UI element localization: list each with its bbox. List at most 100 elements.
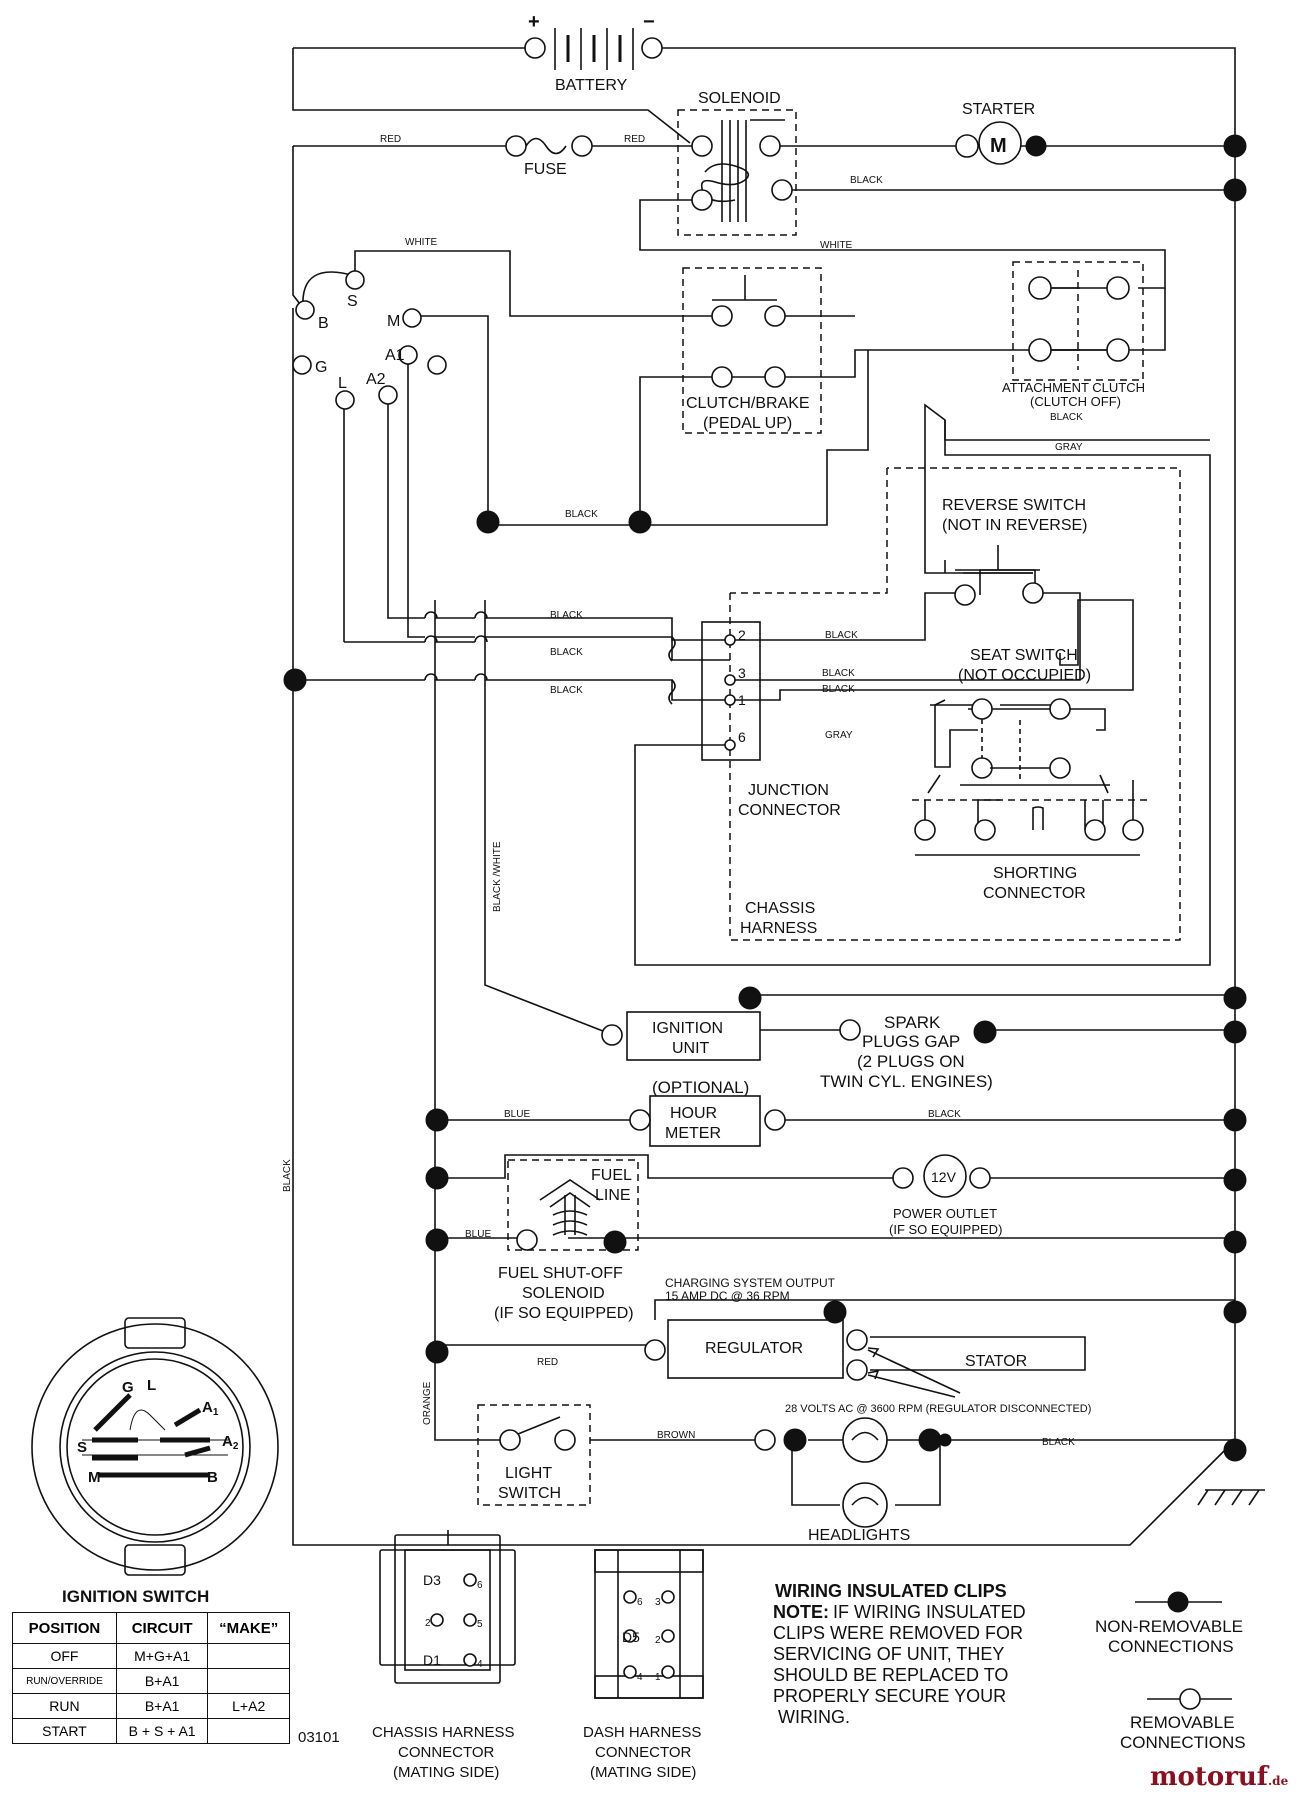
att-label-2: (CLUTCH OFF) [1030,394,1121,409]
ign-l: L [338,375,347,392]
junction-connector [668,621,761,761]
ign-a2: A2 [366,371,386,388]
wire-red-2: RED [624,134,645,145]
light-label-2: SWITCH [498,1485,561,1502]
charge-label-2: 15 AMP DC @ 36 RPM [665,1289,790,1303]
fso-label-1: FUEL SHUT-OFF [498,1265,623,1282]
legend-nonremovable-2: CONNECTIONS [1108,1637,1234,1656]
note-line-3: SERVICING OF UNIT, THEY [773,1644,1004,1664]
fuse-label: FUSE [524,161,567,178]
note-line-5: PROPERLY SECURE YOUR [773,1686,1006,1706]
wire-white-2: WHITE [820,240,853,251]
ignition-switch-title: IGNITION SWITCH [62,1587,209,1606]
drawing-code: 03101 [298,1729,340,1746]
shorting-label-1: SHORTING [993,865,1077,882]
hour-label-1: HOUR [670,1105,717,1122]
chassis-pin-d1: D1 [423,1652,441,1668]
wire-red-3: RED [537,1357,558,1368]
sw-g: G [122,1379,134,1396]
wire-black-3: BLACK [565,509,598,520]
header-make: “MAKE” [207,1612,290,1644]
dash-pin-2: 2 [655,1635,661,1646]
power-outlet [892,1154,991,1198]
chassis-pin-2: 2 [425,1618,431,1629]
fso-label-3: (IF SO EQUIPPED) [494,1305,634,1322]
wire-color-labels: RED RED BLACK WHITE WHITE BLACK GRAY BLA… [282,134,1083,1448]
battery-plus: + [528,11,540,33]
table-cell: RUN [12,1693,117,1719]
sw-b: B [207,1469,218,1486]
ign-unit-label-2: UNIT [672,1040,710,1057]
table-row: START B + S + A1 [12,1718,290,1744]
ignition-switch-face [31,1317,279,1576]
dash-pin-d5: D5 [622,1629,640,1645]
starter-symbol [955,121,1047,165]
wire-black-7: BLACK [825,630,858,641]
v12-label: 12V [931,1169,957,1185]
table-cell: L+A2 [207,1693,290,1719]
table-header-row: POSITION CIRCUIT “MAKE” [12,1612,290,1644]
seat-label-2: (NOT OCCUPIED) [958,667,1091,684]
sw-s: S [77,1439,87,1456]
fuel-line-label-2: LINE [595,1187,631,1204]
regulator-label: REGULATOR [705,1340,803,1357]
table-cell: RUN/OVERRIDE [12,1668,117,1694]
ign-s: S [347,293,358,310]
dash-conn-label-3: (MATING SIDE) [590,1764,696,1781]
wire-black-8: BLACK [822,668,855,679]
junction-label-1: JUNCTION [748,782,829,799]
wire-black-2: BLACK [1050,412,1083,423]
att-label-1: ATTACHMENT CLUTCH [1002,380,1145,395]
ign-a1: A1 [385,347,405,364]
attachment-clutch-switch [1028,276,1130,362]
chassis-harness-connector [379,1530,516,1684]
table-row: OFF M+G+A1 [12,1643,290,1669]
optional-label: (OPTIONAL) [652,1078,749,1097]
note-line-1: NOTE:IF WIRING INSULATED [773,1602,1026,1622]
ign-m: M [387,313,400,330]
seat-switch [960,698,1110,786]
clips-title: WIRING INSULATED CLIPS [775,1581,1007,1601]
battery-label: BATTERY [555,77,628,94]
volts-label: 28 VOLTS AC @ 3600 RPM (REGULATOR DISCON… [785,1403,1091,1415]
legend [1135,1591,1232,1710]
ign-unit-label-1: IGNITION [652,1020,723,1037]
seat-label-1: SEAT SWITCH [970,647,1078,664]
chassis-pin-d3: D3 [423,1572,441,1588]
wire-crossovers [424,611,488,681]
table-row: RUN/OVERRIDE B+A1 [12,1668,290,1694]
reverse-label-1: REVERSE SWITCH [942,497,1086,514]
header-position: POSITION [12,1612,117,1644]
note-line-2: CLIPS WERE REMOVED FOR [773,1623,1023,1643]
sw-a2: A2 [222,1433,239,1452]
table-cell: B + S + A1 [115,1718,209,1744]
wire-black-4: BLACK [550,610,583,621]
chassis-conn-label-1: CHASSIS HARNESS [372,1724,515,1741]
table-cell: M+G+A1 [115,1643,209,1669]
chassis-pin-5: 5 [477,1619,483,1630]
table-row: RUN B+A1 L+A2 [12,1693,290,1719]
wire-orange: ORANGE [422,1381,433,1425]
chassis-conn-label-2: CONNECTOR [398,1744,495,1761]
legend-nonremovable-1: NON-REMOVABLE [1095,1617,1243,1636]
sw-m: M [88,1469,101,1486]
battery-minus: − [643,11,655,33]
wire-black-11: BLACK [1042,1437,1075,1448]
chassis-harness-label-2: HARNESS [740,920,817,937]
hour-label-2: METER [665,1125,721,1142]
dash-harness-connector [594,1549,704,1699]
legend-removable-2: CONNECTIONS [1120,1733,1246,1752]
fuel-line-label-1: FUEL [591,1167,632,1184]
table-cell [207,1643,290,1669]
dash-pin-4: 4 [637,1672,643,1683]
wire-white-1: WHITE [405,237,438,248]
starter-label: STARTER [962,101,1035,118]
hour-meter [629,1095,786,1147]
connection-dots [283,134,1247,1462]
fuse-symbol [505,135,593,157]
pin-2: 2 [738,627,746,643]
chassis-pin-6: 6 [477,1580,483,1591]
ignition-circuit-table: POSITION CIRCUIT “MAKE” OFF M+G+A1 RUN/O… [12,1612,290,1744]
wire-black-5: BLACK [550,647,583,658]
